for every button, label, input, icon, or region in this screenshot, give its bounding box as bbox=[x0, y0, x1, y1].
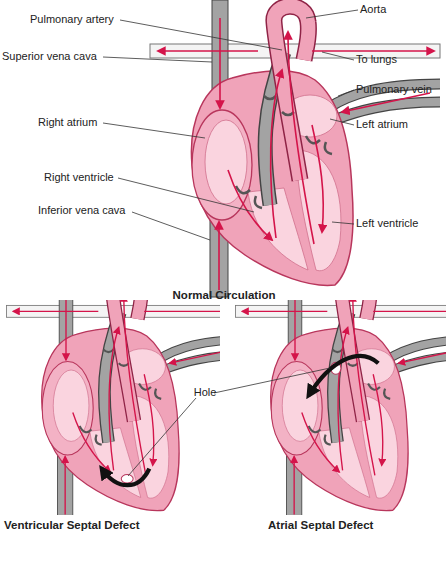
part-label: Left atrium bbox=[356, 118, 408, 131]
vsd-panel bbox=[7, 300, 220, 515]
panel-caption: Normal Circulation bbox=[173, 289, 276, 302]
asd-panel bbox=[236, 300, 446, 515]
part-label: Right ventricle bbox=[44, 171, 114, 184]
leader-lines bbox=[103, 10, 358, 476]
panel-caption: Atrial Septal Defect bbox=[268, 519, 373, 532]
part-label: Hole bbox=[194, 386, 217, 399]
part-label: Aorta bbox=[360, 3, 386, 16]
part-label: Inferior vena cava bbox=[38, 204, 125, 217]
part-label: Superior vena cava bbox=[2, 50, 97, 63]
part-label: Right atrium bbox=[38, 116, 97, 129]
part-label: Left ventricle bbox=[356, 217, 418, 230]
normal-heart bbox=[150, 0, 440, 297]
part-label: Pulmonary vein bbox=[356, 83, 432, 96]
part-label: Pulmonary artery bbox=[30, 13, 114, 26]
part-label: To lungs bbox=[356, 53, 397, 66]
panel-caption: Ventricular Septal Defect bbox=[4, 519, 140, 532]
